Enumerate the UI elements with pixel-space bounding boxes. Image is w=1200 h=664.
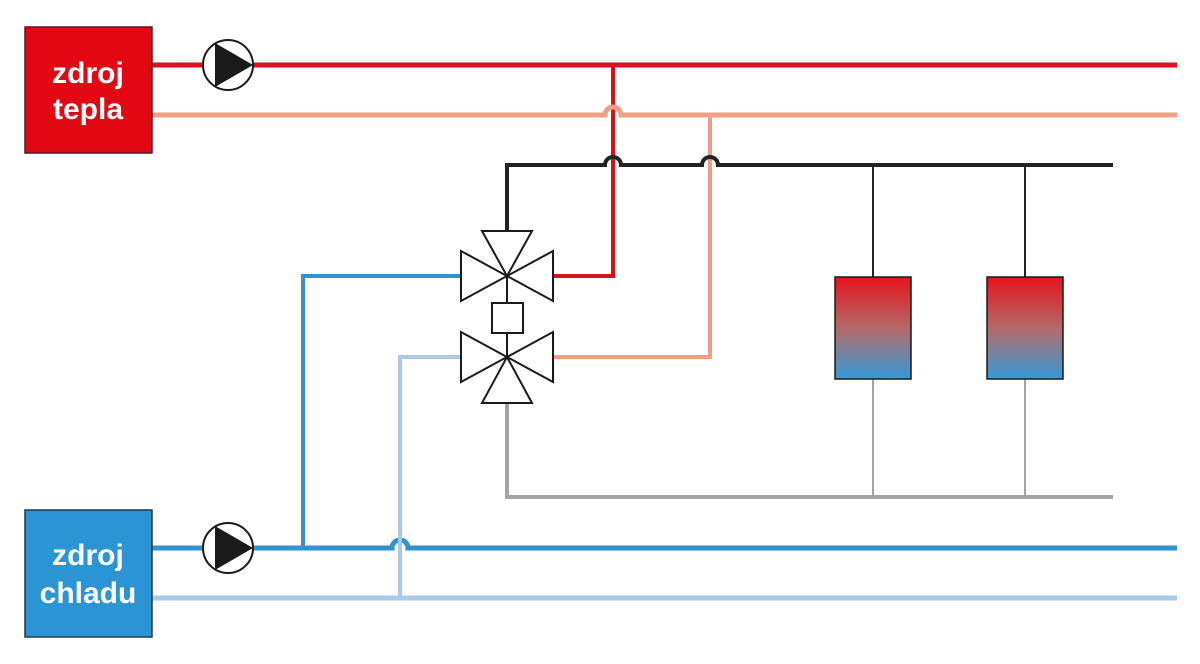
cold-source-label-line2: chladu [40,577,137,610]
consumer-supply-pipe [505,155,1113,277]
heat-source-label-line1: zdroj [52,57,124,90]
valve-actuator-icon [491,302,524,334]
radiator-1-icon [834,276,912,380]
pump-cold-icon [202,522,254,574]
heat-source: zdroj tepla [24,26,153,154]
cold-source-box [24,509,153,638]
three-way-valve-upper-icon [460,230,554,303]
consumer-return-pipe [505,379,1113,499]
radiator-2-icon [986,276,1064,380]
heat-source-label-line2: tepla [53,93,123,126]
pump-heat-icon [202,39,254,91]
cold-source: zdroj chladu [24,509,153,638]
three-way-valve-lower-icon [460,330,554,404]
cold-source-label-line1: zdroj [52,539,124,572]
heat-source-box [24,26,153,154]
cold-return-pipe [152,355,1177,601]
heat-supply-pipe [152,62,1177,278]
heat-return-pipe [152,104,1177,359]
